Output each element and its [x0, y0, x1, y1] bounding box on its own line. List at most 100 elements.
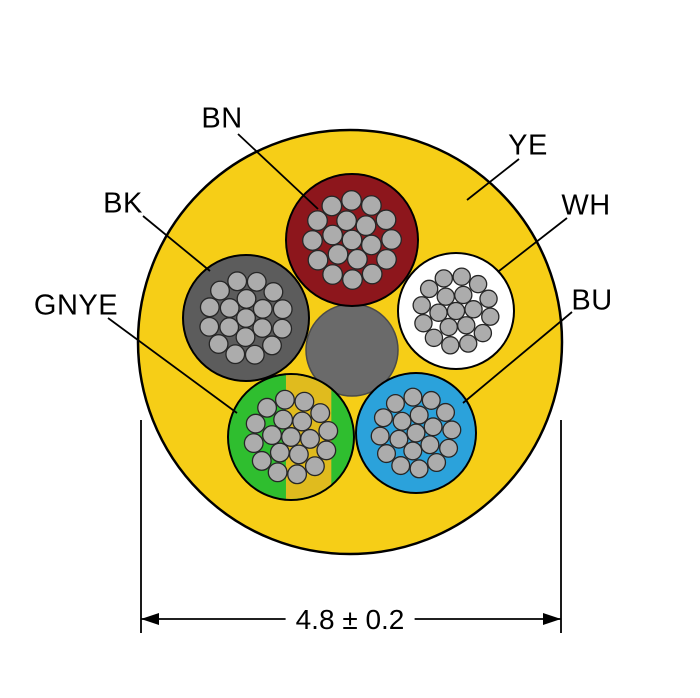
strand — [245, 413, 266, 434]
strand — [307, 210, 328, 232]
strand — [420, 435, 440, 455]
strand — [263, 282, 284, 302]
strand — [434, 269, 454, 288]
strand — [287, 464, 308, 485]
conductor-bk — [182, 254, 310, 382]
strand — [336, 210, 358, 232]
strand — [262, 335, 282, 356]
conductor-gnye — [227, 373, 355, 501]
strand — [427, 452, 447, 473]
strand — [435, 402, 456, 422]
strand — [310, 403, 331, 424]
label-bu: BU — [571, 284, 613, 317]
strand — [385, 393, 405, 414]
strand — [381, 229, 402, 250]
strand — [272, 299, 293, 320]
strand — [267, 462, 288, 483]
strand — [375, 209, 397, 231]
leader-line-bn — [237, 133, 319, 210]
strand — [346, 248, 368, 270]
strand — [481, 307, 500, 326]
strand — [208, 334, 229, 354]
strand — [225, 344, 246, 365]
strand — [464, 300, 483, 319]
strand — [246, 271, 267, 292]
dimension-arrow-left — [141, 613, 159, 625]
label-wh: WH — [561, 189, 611, 222]
conductor-bn — [285, 173, 419, 307]
strand — [409, 459, 429, 479]
strand — [318, 420, 339, 441]
dimension-arrow-right — [543, 613, 561, 625]
strand — [419, 279, 439, 299]
strand — [473, 323, 493, 343]
strand — [322, 224, 344, 246]
strand — [370, 426, 390, 446]
strand — [436, 287, 455, 306]
strand — [307, 249, 329, 271]
strand — [429, 303, 448, 322]
strand — [294, 391, 315, 412]
strand — [412, 296, 431, 315]
strand — [446, 301, 466, 321]
strand — [243, 433, 264, 454]
strand — [327, 243, 349, 265]
strand — [342, 269, 363, 290]
strand — [424, 328, 444, 348]
strand — [252, 318, 273, 338]
strand — [302, 230, 323, 251]
strand — [360, 234, 382, 256]
strand — [403, 387, 423, 407]
strand — [360, 195, 382, 216]
leader-line-gnye — [107, 317, 238, 414]
strand — [269, 442, 290, 463]
strand — [409, 405, 429, 425]
strand — [252, 298, 273, 319]
strand — [441, 336, 460, 355]
strand — [341, 229, 363, 251]
label-bk: BK — [103, 187, 143, 220]
strand — [406, 423, 426, 443]
strand — [273, 409, 294, 430]
strand — [452, 267, 471, 286]
strand — [272, 318, 293, 339]
strand — [262, 425, 282, 446]
strand — [235, 327, 256, 348]
strand — [219, 317, 240, 338]
strand — [210, 280, 230, 301]
strand — [376, 248, 397, 270]
strand — [257, 397, 278, 418]
strand — [389, 429, 409, 449]
strand — [421, 390, 441, 410]
strand — [468, 274, 488, 294]
strand — [376, 444, 397, 464]
strand — [251, 450, 272, 471]
conductor-bu — [355, 372, 477, 494]
strand — [199, 297, 220, 318]
strand — [292, 411, 313, 432]
strand — [300, 428, 320, 449]
strand — [219, 298, 240, 318]
leader-line-ye — [466, 158, 520, 201]
strand — [236, 308, 256, 328]
strand — [274, 389, 295, 410]
dimension-label: 4.8 ± 0.2 — [285, 604, 415, 636]
strand — [391, 456, 411, 476]
strand — [442, 420, 462, 440]
strand — [244, 344, 265, 365]
strand — [321, 195, 343, 217]
label-bn: BN — [201, 102, 243, 135]
strand — [439, 317, 458, 337]
strand — [423, 417, 443, 437]
leader-line-bu — [462, 311, 573, 404]
leader-line-wh — [498, 217, 568, 272]
strand — [479, 289, 498, 309]
strand — [392, 411, 412, 431]
strand — [281, 427, 301, 447]
strand — [199, 316, 220, 337]
label-gnye: GNYE — [33, 289, 119, 322]
strand — [322, 264, 344, 285]
strand — [236, 288, 257, 309]
